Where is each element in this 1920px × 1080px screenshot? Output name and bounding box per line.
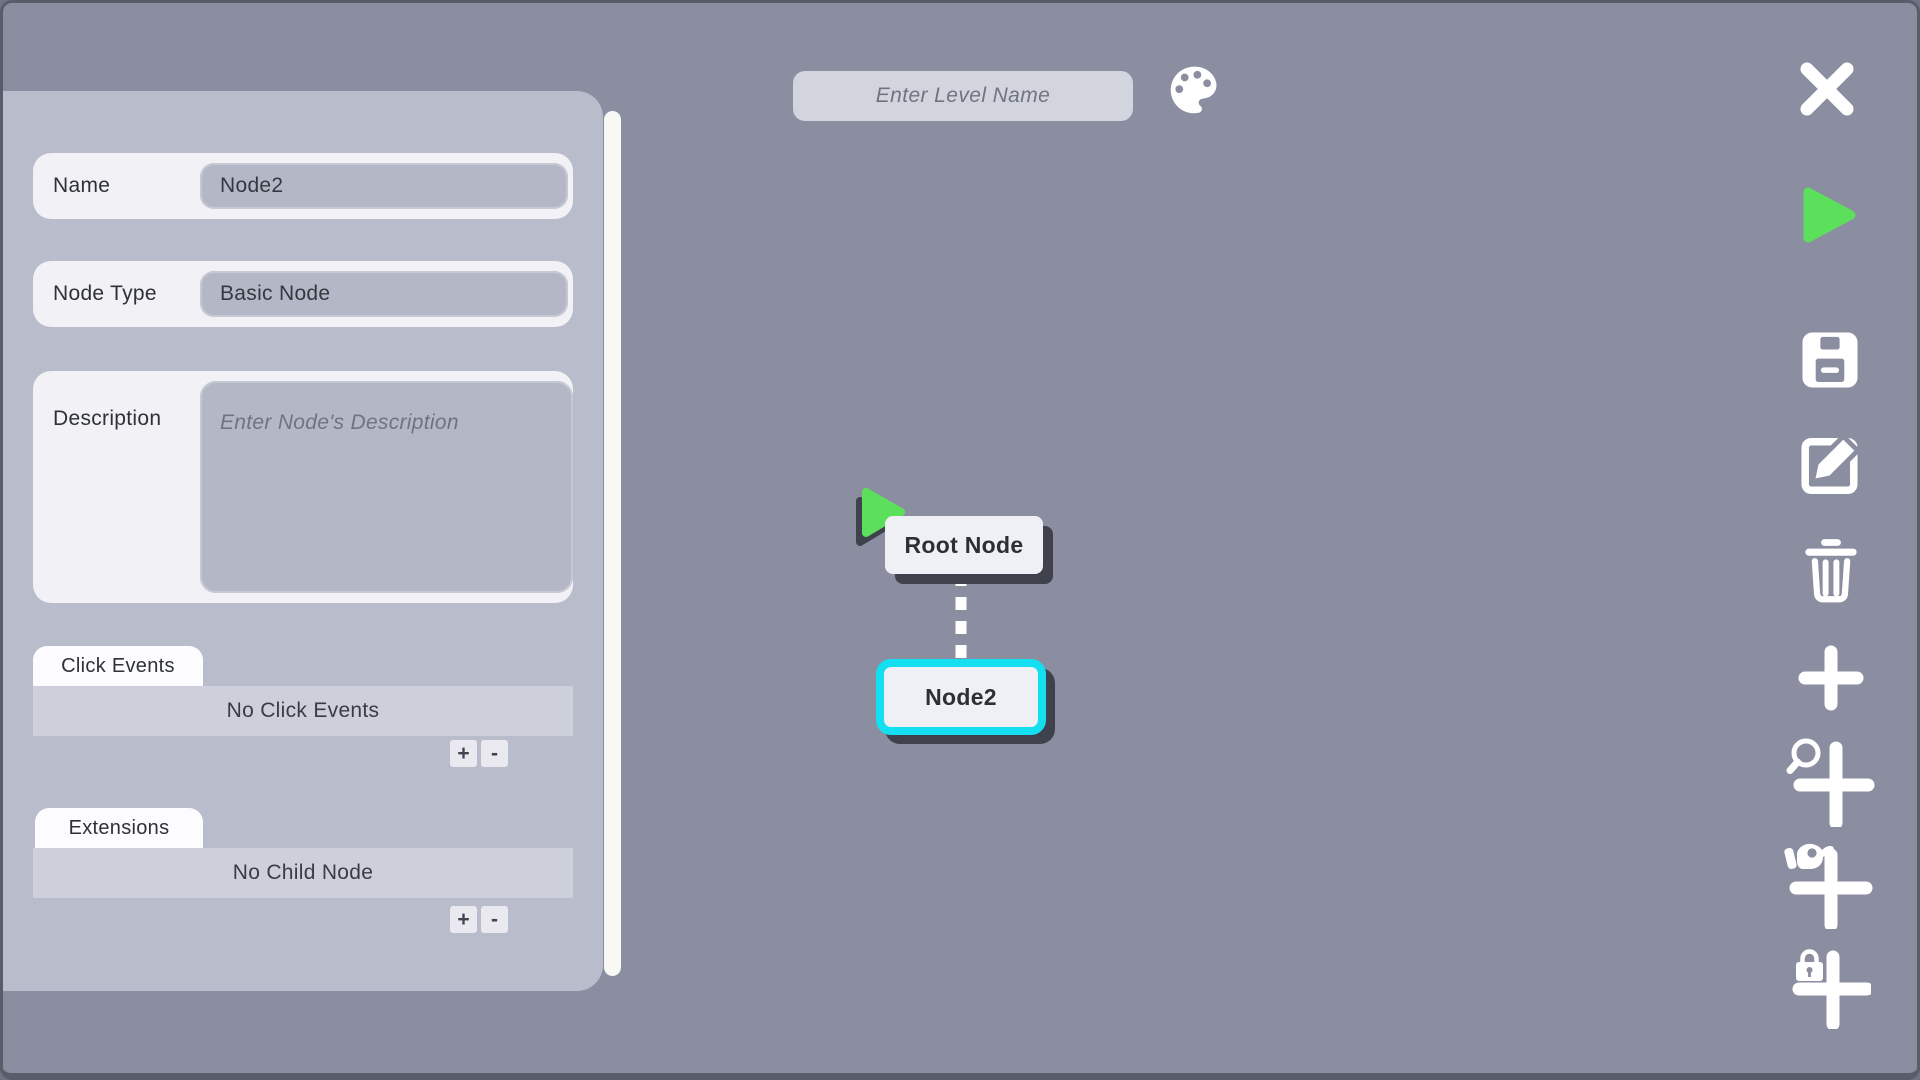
description-input[interactable]: Enter Node's Description bbox=[200, 381, 573, 593]
root-node-label: Root Node bbox=[904, 531, 1024, 558]
play-icon[interactable] bbox=[1797, 183, 1861, 247]
node-type-field-row: Node Type Basic Node bbox=[33, 261, 573, 327]
name-label: Name bbox=[53, 174, 111, 197]
node-type-input[interactable]: Basic Node bbox=[200, 271, 568, 317]
root-node-play-icon[interactable] bbox=[857, 484, 907, 538]
click-events-empty-text: No Click Events bbox=[226, 699, 380, 722]
level-name-input[interactable]: Enter Level Name bbox=[793, 71, 1133, 121]
node-type-label: Node Type bbox=[53, 282, 157, 305]
edit-icon[interactable] bbox=[1795, 427, 1867, 499]
close-icon[interactable] bbox=[1793, 55, 1861, 123]
extensions-empty-state: No Child Node bbox=[33, 848, 573, 898]
selected-node-label: Node2 bbox=[925, 683, 997, 710]
trash-icon[interactable] bbox=[1797, 535, 1865, 609]
extensions-empty-text: No Child Node bbox=[232, 861, 374, 884]
tab-extensions[interactable]: Extensions bbox=[35, 808, 203, 848]
add-node-icon[interactable] bbox=[1796, 643, 1866, 713]
name-field-row: Name Node2 bbox=[33, 153, 573, 219]
add-click-event-button[interactable]: + bbox=[450, 740, 477, 767]
description-label: Description bbox=[53, 407, 162, 430]
description-placeholder: Enter Node's Description bbox=[220, 411, 459, 434]
click-events-empty-state: No Click Events bbox=[33, 686, 573, 736]
remove-click-event-button[interactable]: - bbox=[481, 740, 508, 767]
canvas-node-selected[interactable]: Node2 bbox=[876, 659, 1046, 735]
description-field-row: Description Enter Node's Description bbox=[33, 371, 573, 603]
save-icon[interactable] bbox=[1797, 327, 1863, 393]
level-name-placeholder: Enter Level Name bbox=[875, 84, 1051, 107]
add-zoom-node-icon[interactable] bbox=[1783, 733, 1875, 827]
tab-click-events[interactable]: Click Events bbox=[33, 646, 203, 686]
add-extension-button[interactable]: + bbox=[450, 906, 477, 933]
add-locked-node-icon[interactable] bbox=[1791, 945, 1871, 1029]
node-connection-dashed-line bbox=[955, 573, 967, 665]
inspector-scrollbar[interactable] bbox=[604, 111, 621, 976]
add-drag-node-icon[interactable] bbox=[1783, 841, 1877, 929]
node-inspector-panel: Name Node2 Node Type Basic Node Descript… bbox=[3, 91, 603, 991]
tab-extensions-label: Extensions bbox=[68, 816, 170, 839]
remove-extension-button[interactable]: - bbox=[481, 906, 508, 933]
tab-click-events-label: Click Events bbox=[61, 654, 175, 677]
canvas-node-root[interactable]: Root Node bbox=[885, 516, 1043, 574]
palette-icon[interactable] bbox=[1157, 53, 1231, 127]
name-input[interactable]: Node2 bbox=[200, 163, 568, 209]
